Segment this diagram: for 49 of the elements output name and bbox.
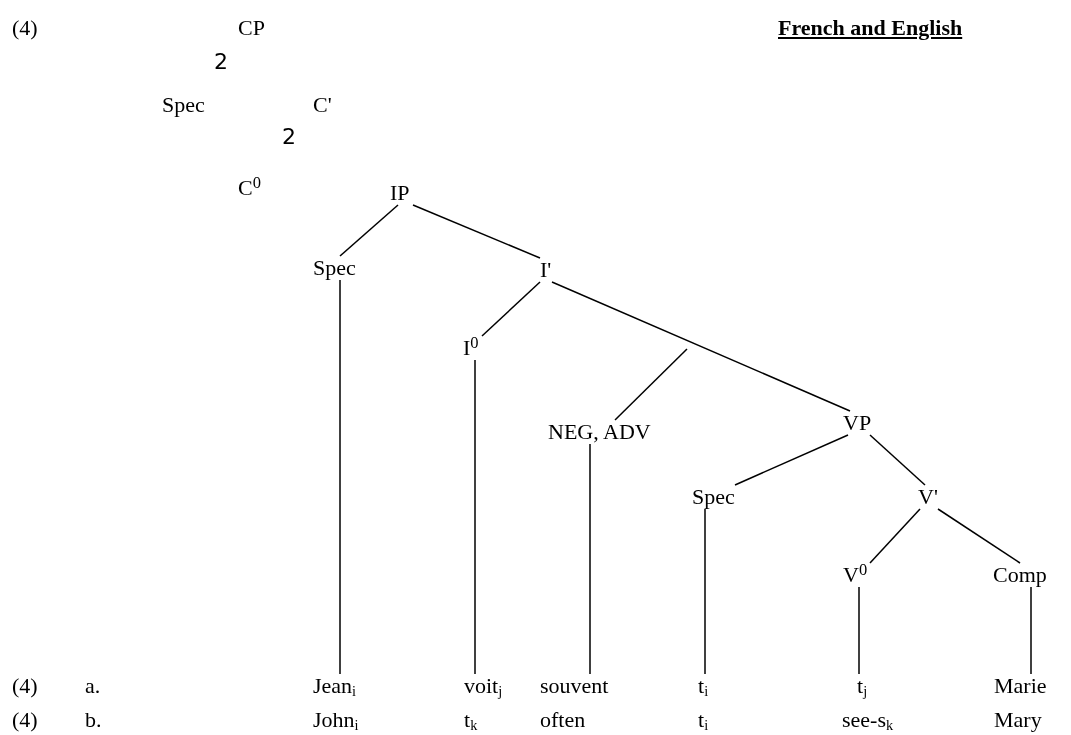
sentence-word: t$_{j}$ [857,674,868,698]
tree-node-label: Spec [692,485,735,509]
branch-symbol: 2 [214,50,228,74]
branch-line [1030,586,1032,675]
branch-line [734,434,849,486]
example-letter: b. [85,708,102,732]
branch-line [869,434,926,486]
example-number: (4) [12,674,38,698]
branch-line [937,508,1021,564]
title: French and English [778,16,963,40]
tree-node-label: IP [390,181,410,205]
sentence-word: Jean$_{i}$ [313,674,357,698]
sentence-word: Marie [994,674,1047,698]
branch-line [614,348,688,421]
gloss-word: Mary [994,708,1042,732]
branch-line [339,279,341,675]
gloss-word: John$_{i}$ [313,708,359,732]
tree-node-label: C' [313,93,332,117]
branch-line [551,281,851,412]
gloss-word: t$_{i}$ [698,708,709,732]
tree-node-label: C$^{0}$ [238,176,261,200]
sentence-word: t$_{i}$ [698,674,709,698]
gloss-word: see-s$_{k}$ [842,708,894,732]
tree-node-label: V$^{0}$ [843,563,868,587]
branch-line [589,443,591,675]
tree-node-label: V' [918,485,938,509]
tree-node-label: I' [540,258,552,282]
sentence-word: voit$_{j}$ [464,674,503,698]
branch-line [474,359,476,675]
tree-node-label: VP [843,411,872,435]
tree-node-label: Comp [993,563,1047,587]
tree-node-label: Spec [313,256,356,280]
tree-node-label: I$^{0}$ [463,336,479,360]
branch-line [339,204,399,257]
tree-node-label: NEG, ADV [548,420,651,444]
branch-line [858,586,860,675]
branch-line [869,508,921,564]
example-number: (4) [12,16,38,40]
gloss-word: t$_{k}$ [464,708,478,732]
tree-node-label: CP [238,16,265,40]
tree-node-label: Spec [162,93,205,117]
branch-line [412,204,541,259]
branch-line [481,281,541,337]
branch-symbol: 2 [282,125,296,149]
branch-line [704,508,706,675]
example-number: (4) [12,708,38,732]
gloss-word: often [540,708,586,732]
sentence-word: souvent [540,674,609,698]
example-letter: a. [85,674,101,698]
